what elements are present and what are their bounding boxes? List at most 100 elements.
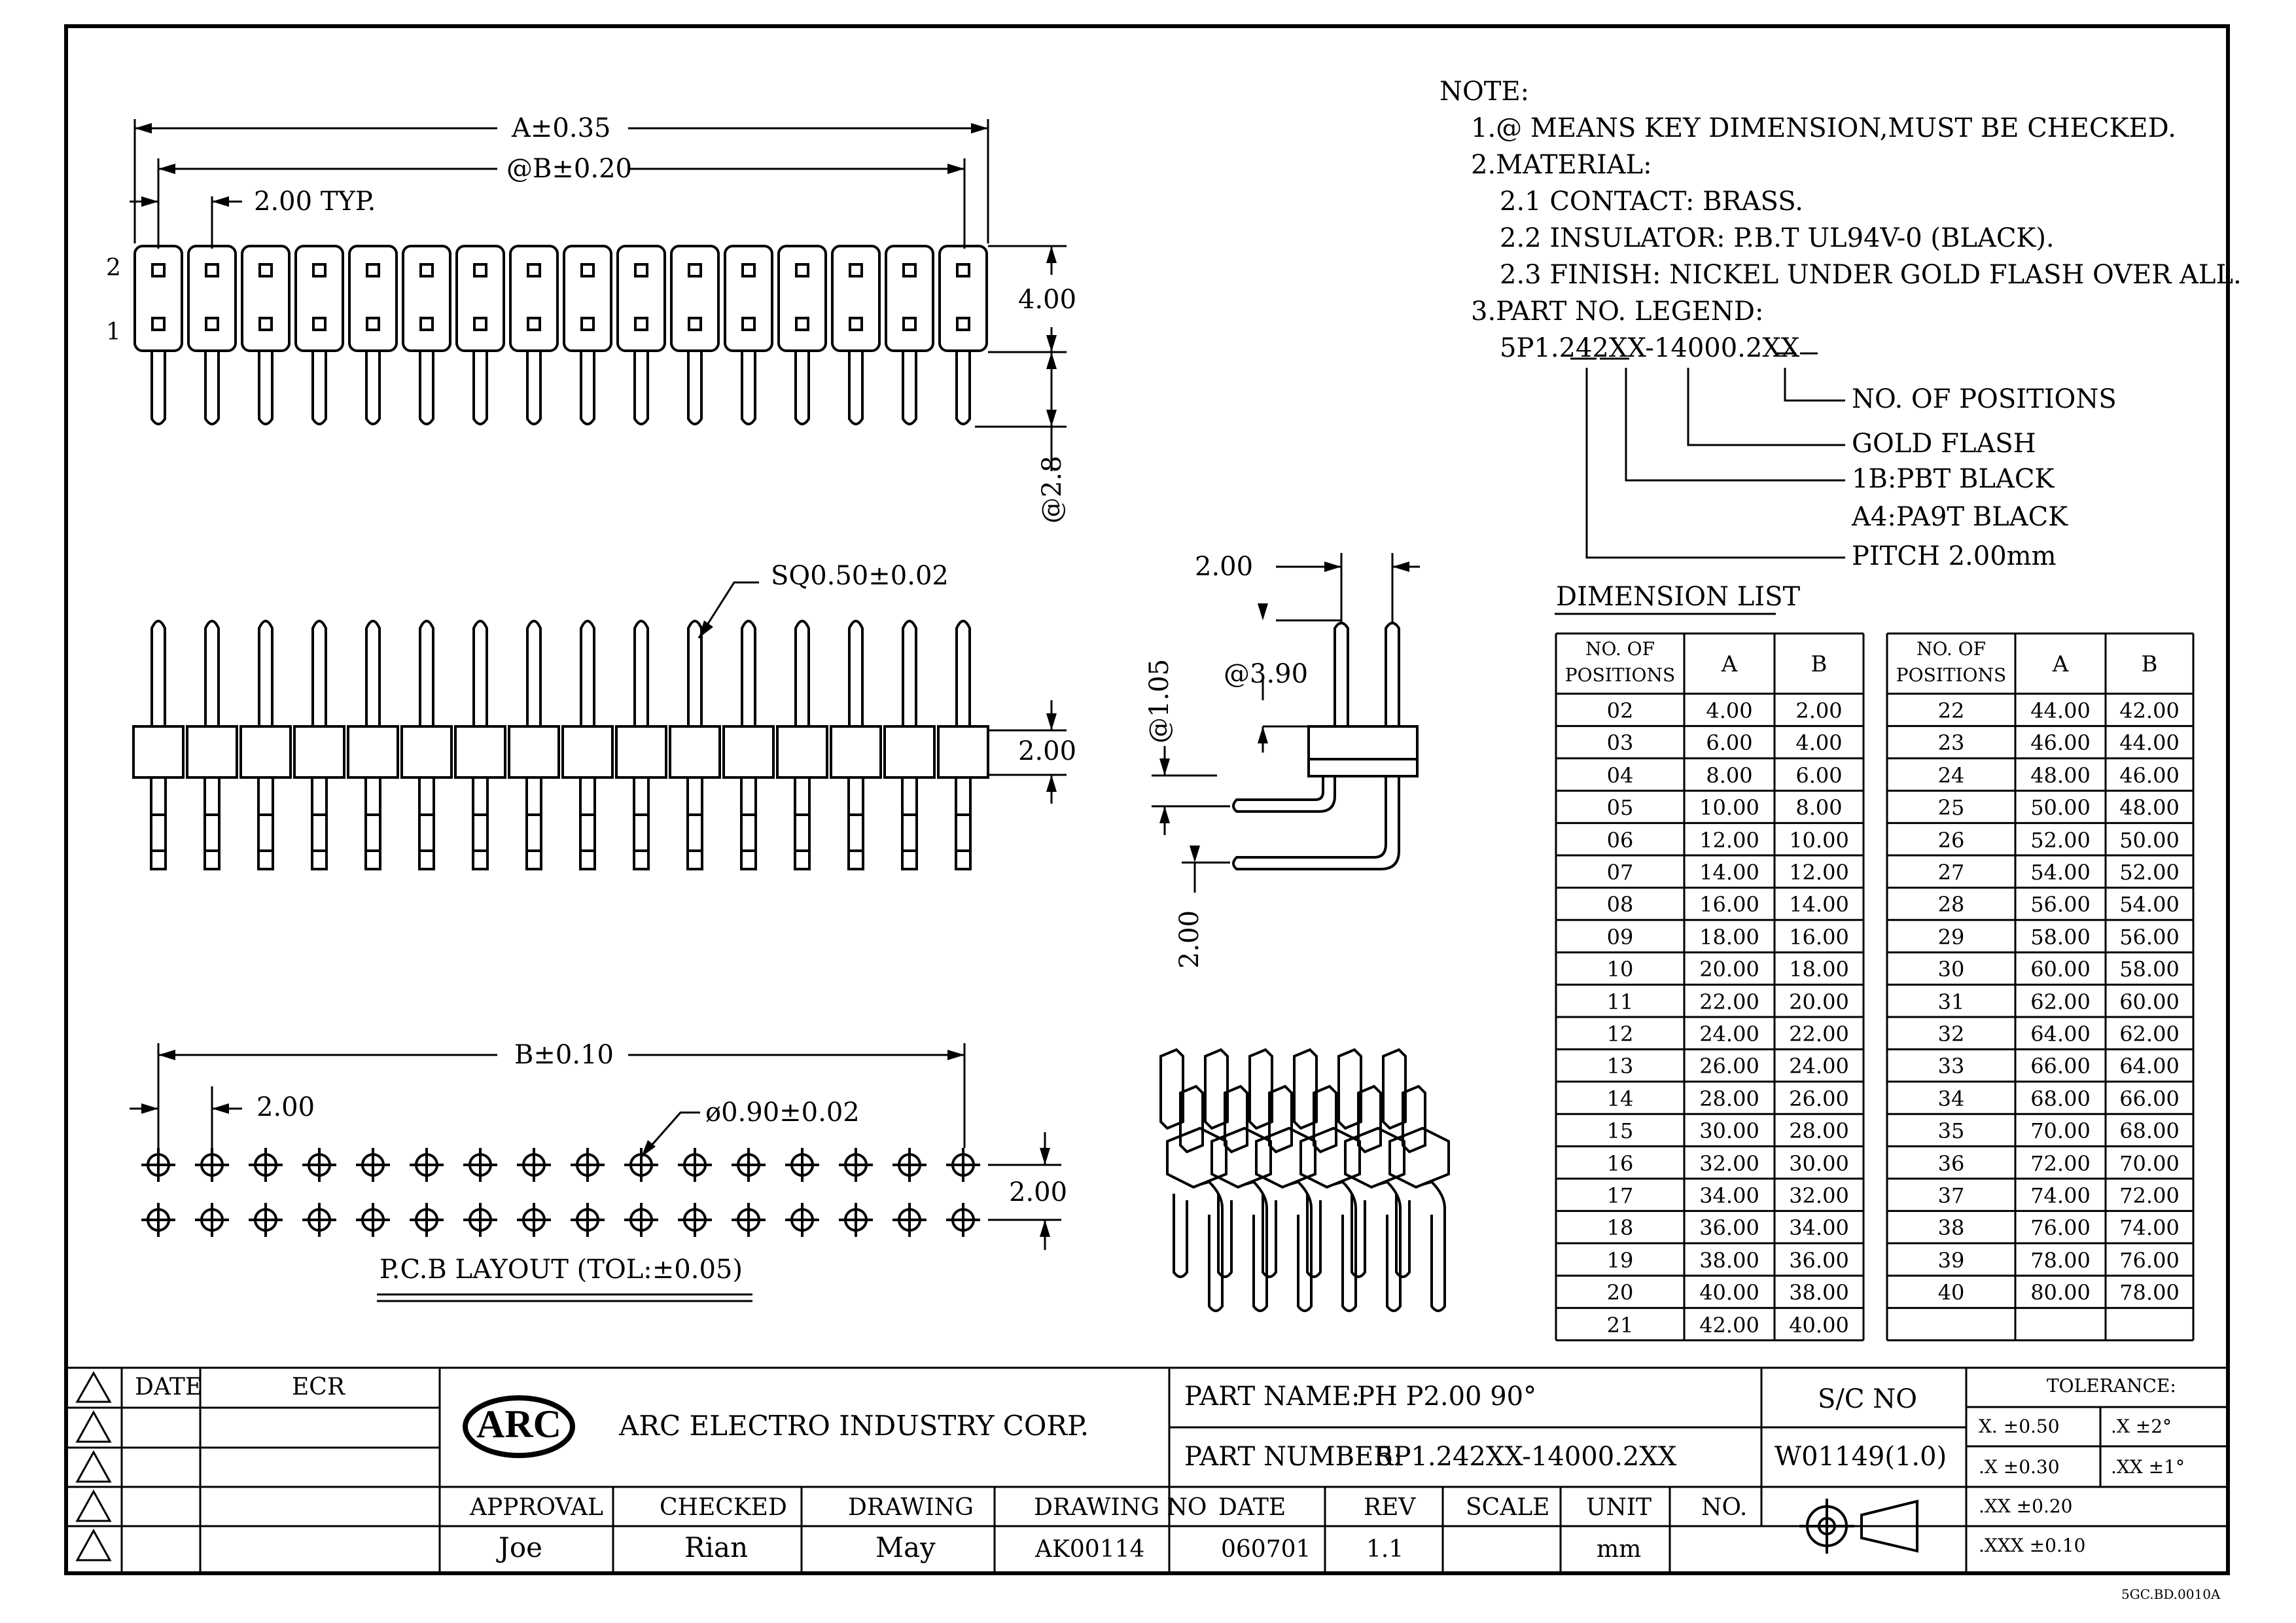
table-header-positions: NO. OF [1585, 638, 1655, 660]
dim-pcb-row-200: 2.00 [1009, 1177, 1068, 1207]
iso-housing-cell [1299, 1126, 1361, 1189]
sc-no-value: W01149(1.0) [1775, 1442, 1947, 1472]
table-cell-positions: 37 [1937, 1183, 1965, 1208]
tolerance-angle-x: .X ±2° [2111, 1416, 2172, 1437]
row-label-2: 2 [106, 255, 121, 281]
front-pin-upper [794, 620, 810, 728]
drawing-border [64, 24, 2230, 1575]
iso-housing-cell [1344, 1126, 1405, 1189]
side-housing [1307, 725, 1419, 777]
table-cell-positions: 20 [1606, 1280, 1634, 1306]
arrow-heads [135, 123, 1409, 1237]
checked-label: CHECKED [660, 1494, 787, 1521]
iso-pin-front [1224, 1084, 1248, 1154]
top-view-pin-tail [258, 352, 274, 425]
top-view-pin-row1 [527, 317, 541, 331]
sc-no-label: S/C NO [1818, 1384, 1917, 1414]
table-cell-a: 50.00 [2030, 795, 2091, 821]
drawing-no-value: AK00114 [1035, 1536, 1145, 1563]
legend-pa9t: A4:PA9T BLACK [1852, 502, 2068, 532]
front-pin-lower [579, 776, 596, 870]
top-view-pin-tail [419, 352, 434, 425]
table-cell-positions: 32 [1937, 1022, 1965, 1046]
legend-pitch: PITCH 2.00mm [1852, 541, 2057, 571]
tb-ecr-label: ECR [292, 1374, 345, 1400]
footer-form-code: 5GC.BD.0010A [2121, 1586, 2221, 1602]
table-cell-positions: 34 [1937, 1086, 1965, 1111]
top-view-pin-row2 [312, 263, 327, 277]
iso-pin-rear [1159, 1048, 1184, 1130]
table-cell-a: 34.00 [1699, 1183, 1759, 1208]
table-header-a: A [2052, 651, 2069, 677]
iso-pin-tail-2 [1377, 1180, 1402, 1312]
table-cell-positions: 08 [1606, 892, 1634, 918]
table-cell-a: 10.00 [1699, 795, 1759, 821]
front-pin-lower [203, 776, 221, 870]
top-view-pin-tail [365, 352, 381, 425]
table-cell-positions: 29 [1937, 924, 1965, 950]
table-header-positions: NO. OF [1916, 638, 1986, 660]
table-cell-a: 64.00 [2030, 1022, 2091, 1046]
checked-value: Rian [684, 1531, 749, 1563]
table-cell-positions: 06 [1606, 827, 1634, 853]
dim-b-010: B±0.10 [514, 1040, 614, 1070]
table-header-positions: POSITIONS [1564, 664, 1676, 686]
top-view-housing-cell [402, 245, 451, 352]
table-cell-b: 24.00 [1789, 1054, 1849, 1079]
table-cell-a: 72.00 [2030, 1150, 2091, 1176]
front-housing-cell [132, 725, 185, 779]
front-housing-cell [400, 725, 453, 779]
iso-pin-tail-1 [1217, 1194, 1233, 1278]
table-cell-b: 4.00 [1795, 730, 1843, 756]
top-view-pin-row2 [741, 263, 756, 277]
note-3: 3.PART NO. LEGEND: [1471, 296, 1764, 327]
table-cell-b: 42.00 [2119, 698, 2180, 723]
table-cell-b: 66.00 [2119, 1086, 2180, 1111]
no-label: NO. [1701, 1494, 1748, 1521]
front-housing-cell [830, 725, 882, 779]
table-header-a: A [1721, 651, 1738, 677]
side-pin-bent-2 [1232, 776, 1400, 870]
table-cell-b: 40.00 [1789, 1312, 1849, 1338]
top-view-housing-cell [831, 245, 881, 352]
table-cell-b: 44.00 [2119, 730, 2180, 756]
table-cell-positions: 19 [1606, 1247, 1634, 1273]
tb-date-label: DATE [135, 1374, 203, 1400]
top-view-pin-row1 [151, 317, 166, 331]
top-view-pin-tail [311, 352, 327, 425]
dim-height-400: 4.00 [1018, 285, 1077, 315]
table-cell-b: 76.00 [2119, 1247, 2180, 1273]
table-cell-a: 68.00 [2030, 1086, 2091, 1111]
top-view-pin-row1 [312, 317, 327, 331]
iso-pin-rear [1382, 1048, 1407, 1130]
unit-value: mm [1597, 1536, 1642, 1563]
top-view-pin-row2 [956, 263, 970, 277]
front-housing-cell [561, 725, 614, 779]
table-cell-positions: 17 [1606, 1183, 1634, 1208]
front-pin-upper [741, 620, 756, 728]
iso-pin-tail-1 [1395, 1194, 1411, 1278]
side-pin-upper-1 [1333, 622, 1349, 728]
front-pin-lower [418, 776, 435, 870]
iso-pin-tail-2 [1422, 1180, 1446, 1312]
iso-pin-front [1357, 1084, 1382, 1154]
table-cell-a: 16.00 [1699, 892, 1759, 918]
table-header-b: B [2141, 651, 2158, 677]
top-view-housing-cell [294, 245, 344, 352]
table-cell-a: 76.00 [2030, 1215, 2091, 1241]
table-cell-positions: 21 [1606, 1312, 1634, 1338]
table-cell-positions: 04 [1606, 762, 1634, 788]
front-pin-upper [204, 620, 220, 728]
iso-pin-tail-1 [1173, 1194, 1188, 1278]
top-view-pin-row2 [527, 263, 541, 277]
table-cell-b: 8.00 [1795, 795, 1843, 821]
iso-pin-tail-1 [1351, 1194, 1366, 1278]
dim-a: A±0.35 [512, 113, 611, 143]
table-cell-b: 62.00 [2119, 1022, 2180, 1046]
table-cell-b: 46.00 [2119, 762, 2180, 788]
table-cell-b: 2.00 [1795, 698, 1843, 723]
front-housing-cell [293, 725, 345, 779]
front-pin-upper [472, 620, 488, 728]
table-header-b: B [1810, 651, 1828, 677]
pcb-layout-caption: P.C.B LAYOUT (TOL:±0.05) [380, 1255, 743, 1285]
